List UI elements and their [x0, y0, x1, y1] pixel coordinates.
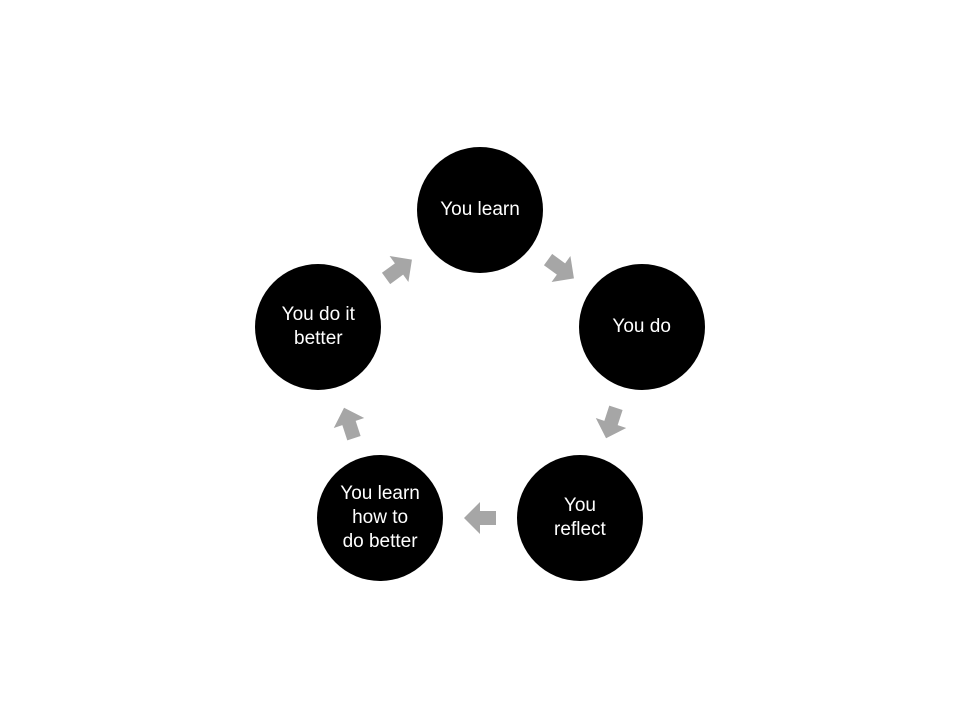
- cycle-arrow-icon: [543, 253, 574, 282]
- node-you-reflect: You reflect: [516, 454, 643, 581]
- node-label: You reflect: [554, 494, 606, 540]
- cycle-arrow-icon: [333, 407, 365, 440]
- cycle-arrow-icon: [595, 405, 627, 438]
- node-label: You do it better: [281, 304, 355, 350]
- node-you-do: You do: [578, 264, 705, 391]
- node-you-do-it-better: You do it better: [255, 264, 382, 391]
- node-label: You learn how to do better: [340, 482, 420, 552]
- node-label: You learn: [440, 199, 520, 220]
- cycle-arrow-icon: [464, 501, 496, 534]
- node-label: You do: [612, 316, 671, 338]
- node-you-learn: You learn: [417, 147, 543, 273]
- node-you-learn-how-to-do-better: You learn how to do better: [317, 454, 444, 581]
- cycle-arrow-icon: [382, 255, 413, 284]
